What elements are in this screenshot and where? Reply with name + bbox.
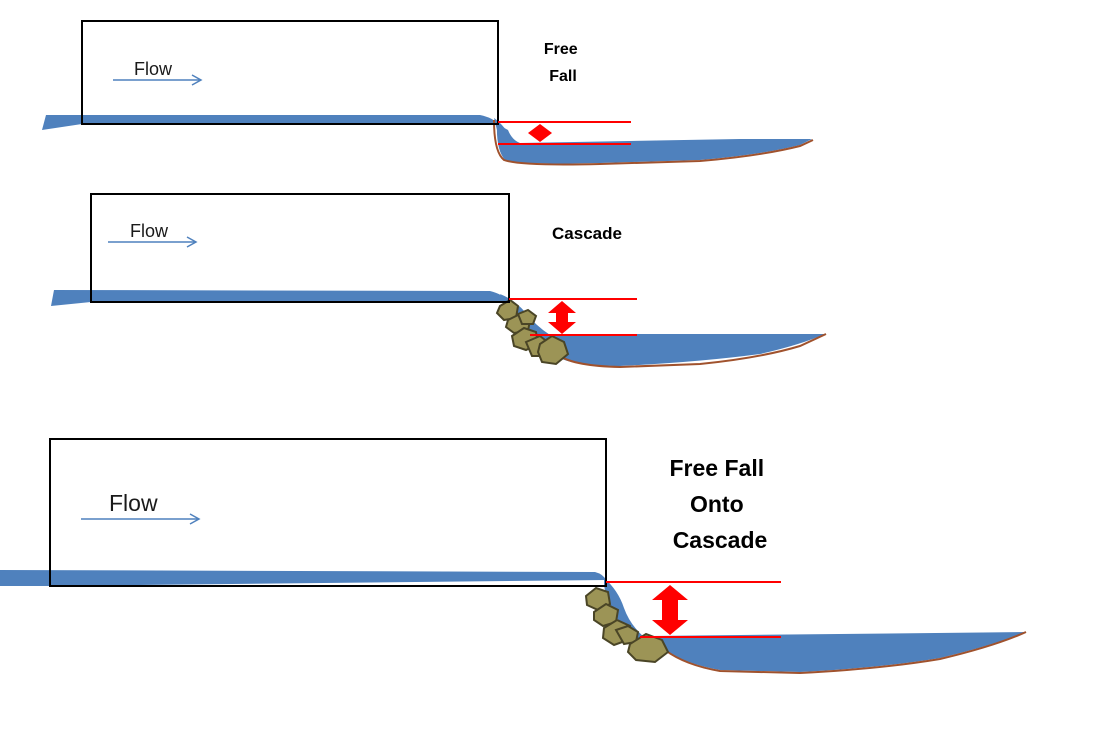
- title-line: Free Fall: [670, 455, 765, 481]
- rock: [536, 334, 570, 366]
- panel-free-fall: Flow Free Fall: [42, 20, 814, 166]
- flow-label: Flow: [109, 490, 158, 516]
- upstream-water: [42, 115, 497, 130]
- upstream-water: [0, 570, 606, 586]
- stream-bed: [664, 631, 1027, 675]
- rock: [516, 308, 538, 325]
- title-line: Cascade: [673, 527, 768, 553]
- rock: [626, 632, 670, 664]
- title-line: Free: [544, 41, 578, 58]
- downstream-pool: [496, 124, 812, 164]
- panel-free-fall-onto-cascade: Flow Free Fall Onto Cascade: [0, 438, 1027, 675]
- drop-height-arrow: [548, 301, 576, 334]
- rock-cascade: [584, 586, 670, 664]
- panel-title: Cascade: [552, 224, 622, 243]
- flow-label: Flow: [134, 59, 173, 79]
- culvert-box: [90, 193, 510, 303]
- flow-label: Flow: [130, 221, 169, 241]
- stream-bed: [493, 119, 814, 166]
- downstream-pool: [548, 334, 825, 366]
- stream-bed: [559, 333, 827, 369]
- title-line: Onto: [690, 491, 744, 517]
- title-line: Fall: [549, 68, 577, 85]
- upstream-water: [51, 290, 508, 306]
- panel-cascade: Flow Cascade: [51, 193, 827, 369]
- downstream-pool: [650, 632, 1025, 672]
- title-line: Cascade: [552, 224, 622, 243]
- panel-title: Free Fall: [544, 41, 582, 85]
- culvert-box: [49, 438, 607, 587]
- panel-title: Free Fall Onto Cascade: [670, 455, 771, 553]
- drop-height-arrow: [652, 585, 688, 635]
- rock: [614, 624, 640, 646]
- culvert-box: [81, 20, 499, 125]
- drop-height-arrow: [528, 124, 552, 142]
